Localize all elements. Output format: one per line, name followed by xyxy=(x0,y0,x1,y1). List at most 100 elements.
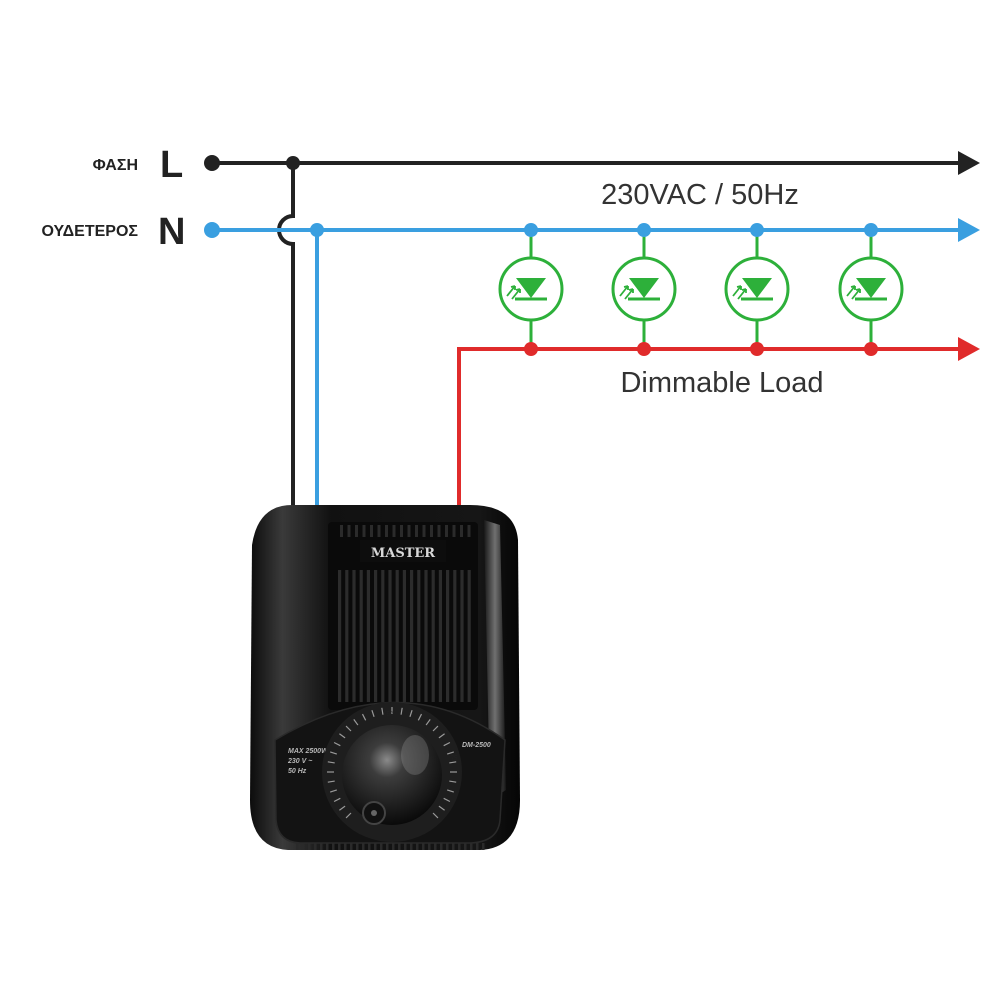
vent-slot xyxy=(458,843,461,850)
vent-slot xyxy=(422,843,425,850)
phase-terminal xyxy=(204,155,220,171)
load-led-node xyxy=(524,342,538,356)
vent-slot xyxy=(302,843,305,850)
vent-slot xyxy=(380,843,383,850)
vent-slot xyxy=(424,570,428,702)
dial-tick xyxy=(449,780,457,783)
brand-logo-text: MASTER xyxy=(371,546,435,561)
dial-tick xyxy=(333,741,341,747)
vent-slot xyxy=(362,525,366,537)
vent-slot xyxy=(482,843,485,850)
vent-slot xyxy=(381,570,385,702)
dial-mark-50: 50 xyxy=(387,712,394,718)
neutral-label: ΟΥΔΕΤΕΡΟΣ xyxy=(41,223,138,240)
vent-slot xyxy=(415,525,418,537)
dial-mark-25: 25 xyxy=(329,756,336,762)
led-diode-icon xyxy=(629,278,659,298)
dial-tick xyxy=(400,707,403,715)
led-diode-icon xyxy=(516,278,546,298)
led-group xyxy=(498,223,904,356)
led-2 xyxy=(611,230,677,349)
load-led-node xyxy=(750,342,764,356)
dial-tick xyxy=(361,713,367,721)
dial-tick xyxy=(353,719,359,726)
vent-slot xyxy=(350,843,353,850)
led-light-arrow-icon xyxy=(506,285,516,297)
vent-slot xyxy=(452,525,456,537)
dial-tick xyxy=(446,789,455,793)
vent-slot xyxy=(467,525,471,537)
model-number-text: DM-2500 xyxy=(462,742,491,749)
dimmer-knob[interactable] xyxy=(342,725,442,825)
dial-tick xyxy=(327,780,335,783)
vent-slot xyxy=(374,570,378,702)
vent-slot xyxy=(452,843,455,850)
rating-power-text: MAX 2500W xyxy=(288,748,329,755)
load-arrow xyxy=(958,337,980,361)
led-diode-icon xyxy=(856,278,886,298)
vent-slot xyxy=(366,570,370,702)
vent-slot xyxy=(368,843,371,850)
brand-plate xyxy=(360,540,446,562)
supply-voltage-label: 230VAC / 50Hz xyxy=(601,179,799,211)
dial-tick xyxy=(438,805,445,811)
phase-arrow xyxy=(958,151,980,175)
vent-slot xyxy=(453,570,457,702)
dial-tick xyxy=(339,733,346,739)
vent-slot xyxy=(404,843,407,850)
vent-slot xyxy=(377,525,381,537)
led-1 xyxy=(498,230,564,349)
vent-slot xyxy=(470,843,473,850)
dial-mark-75: 75 xyxy=(451,756,458,762)
vent-slot xyxy=(407,525,411,537)
vent-slot xyxy=(464,843,467,850)
led-light-arrow-icon xyxy=(737,288,747,300)
dial-tick xyxy=(449,761,457,764)
vent-slot xyxy=(388,570,392,702)
vent-slot xyxy=(359,570,363,702)
vent-slot xyxy=(467,570,471,702)
vent-slot xyxy=(356,843,359,850)
dial-tick xyxy=(345,725,352,732)
vent-slot xyxy=(338,570,342,702)
neutral-arrow xyxy=(958,218,980,242)
dial-tick xyxy=(446,751,455,755)
vent-slot xyxy=(431,570,435,702)
vent-slot xyxy=(428,843,431,850)
neutral-led-node xyxy=(750,223,764,237)
vent-slot xyxy=(332,843,335,850)
vent-slot xyxy=(417,570,421,702)
dial-tick xyxy=(432,725,439,732)
vent-slot xyxy=(416,843,419,850)
neutral-line xyxy=(204,218,980,505)
led-4 xyxy=(838,230,904,349)
knob-highlight xyxy=(401,735,429,775)
rating-voltage-text: 230 V ~ xyxy=(287,758,312,765)
vent-slot xyxy=(344,843,347,850)
dial-tick xyxy=(329,751,338,755)
load-led-node xyxy=(864,342,878,356)
vent-slot xyxy=(400,525,403,537)
vent-slot xyxy=(308,843,311,850)
dimmable-load-label: Dimmable Load xyxy=(620,367,823,399)
led-light-arrow-icon xyxy=(511,288,521,300)
phase-label: ΦΑΣΗ xyxy=(93,157,138,174)
vent-slot xyxy=(345,570,349,702)
dial-tick xyxy=(329,789,338,793)
vent-slot xyxy=(352,570,356,702)
vent-slot xyxy=(385,525,388,537)
dial-tick xyxy=(327,761,335,764)
dial-tick xyxy=(409,709,413,718)
vent-slot xyxy=(355,525,358,537)
dial-tick xyxy=(443,741,451,747)
led-light-arrow-icon xyxy=(732,285,742,297)
vent-slot xyxy=(347,525,351,537)
vent-slot xyxy=(402,570,406,702)
vent-slot xyxy=(340,525,343,537)
dial-tick xyxy=(432,812,439,819)
vent-slot xyxy=(445,525,448,537)
vent-slot xyxy=(440,843,443,850)
vent-slot xyxy=(338,843,341,850)
